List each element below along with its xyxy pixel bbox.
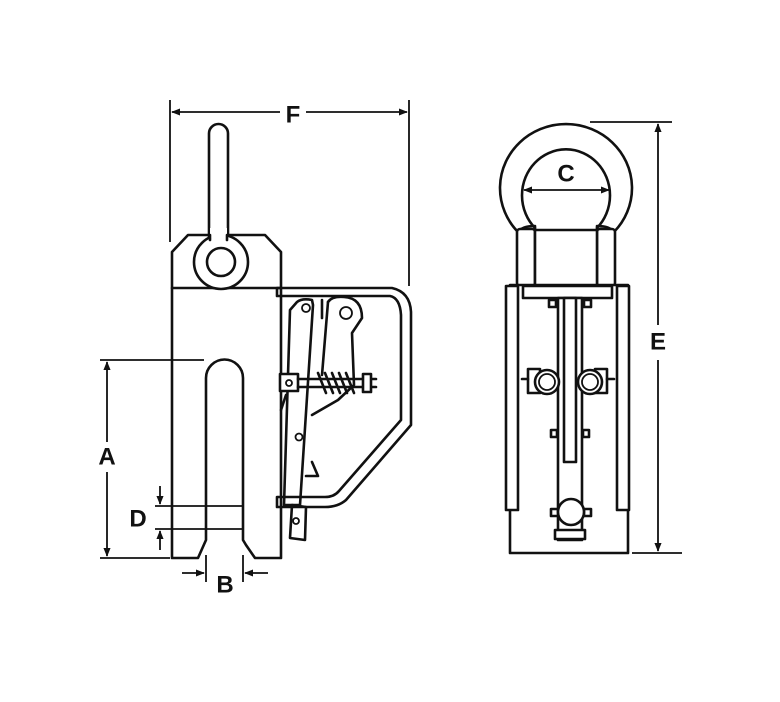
dimension-d: D <box>129 486 243 550</box>
label-b: B <box>216 571 233 598</box>
label-f: F <box>286 101 301 128</box>
dimension-c: C <box>523 160 610 194</box>
clamp-body <box>170 233 283 560</box>
jaw-linkage <box>279 295 364 542</box>
label-e: E <box>650 328 666 355</box>
front-view: C E <box>498 121 682 555</box>
label-c: C <box>557 160 574 187</box>
rollers <box>520 367 616 527</box>
side-view: F <box>98 100 413 598</box>
dimension-f: F <box>169 100 410 286</box>
dimension-a: A <box>98 359 204 559</box>
spring-assembly <box>278 371 378 395</box>
guard-frame <box>275 286 413 509</box>
dimension-b: B <box>182 555 268 598</box>
label-d: D <box>129 505 146 532</box>
dimension-e: E <box>590 121 682 554</box>
label-a: A <box>98 443 115 470</box>
eye-ring-inner <box>205 246 237 278</box>
